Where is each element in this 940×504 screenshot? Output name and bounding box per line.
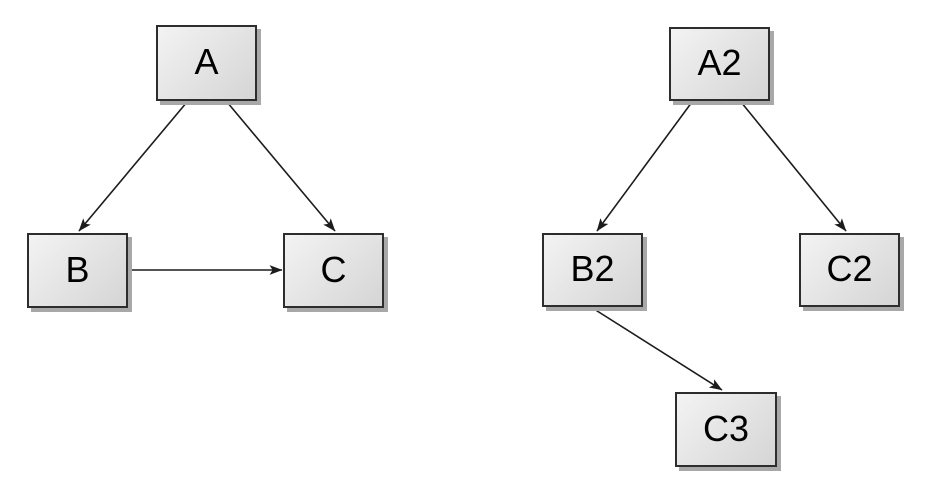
node-C2[interactable]: C2 bbox=[799, 233, 900, 307]
node-label-B: B bbox=[65, 248, 90, 290]
node-B2[interactable]: B2 bbox=[542, 233, 643, 307]
node-B[interactable]: B bbox=[27, 233, 128, 308]
node-A[interactable]: A bbox=[156, 25, 257, 101]
node-label-A: A bbox=[194, 41, 219, 82]
edge-A2-C2 bbox=[740, 101, 847, 232]
node-label-B2: B2 bbox=[570, 248, 615, 289]
edge-A-B bbox=[78, 101, 188, 232]
node-C3[interactable]: C3 bbox=[675, 392, 777, 467]
edge-A2-B2 bbox=[596, 101, 693, 232]
node-label-C: C bbox=[320, 248, 347, 290]
edge-B2-C3 bbox=[593, 308, 723, 391]
node-label-C3: C3 bbox=[702, 407, 750, 449]
node-label-C2: C2 bbox=[826, 248, 873, 289]
edge-A-C bbox=[226, 101, 336, 232]
node-C[interactable]: C bbox=[283, 233, 384, 308]
node-A2[interactable]: A2 bbox=[669, 27, 770, 101]
node-label-A2: A2 bbox=[697, 42, 742, 83]
